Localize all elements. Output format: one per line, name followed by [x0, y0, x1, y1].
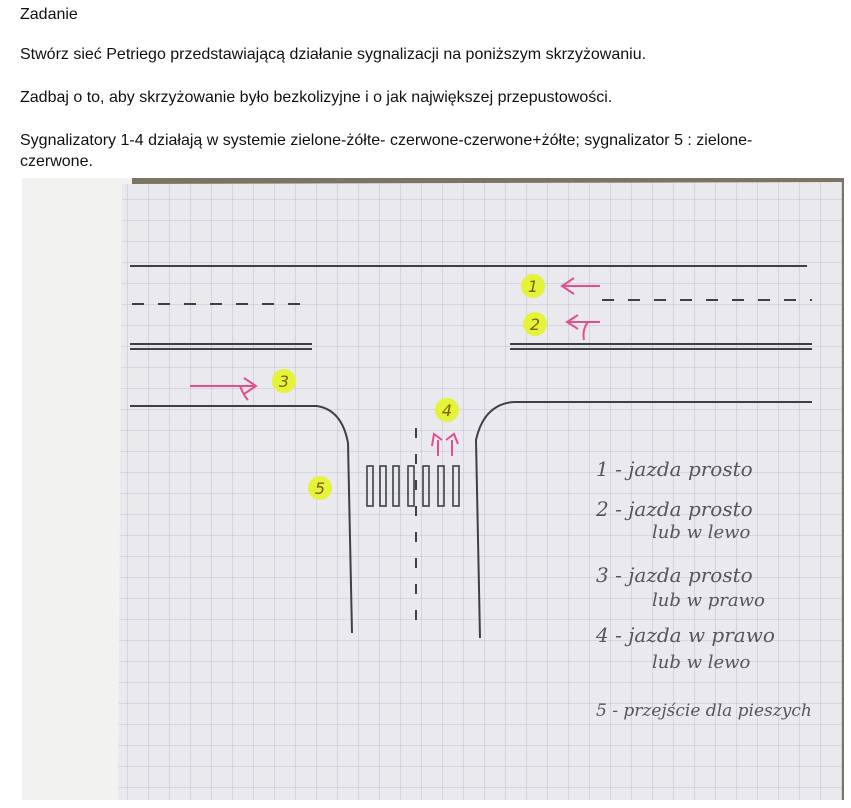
- signal-number-2: 2: [530, 315, 540, 334]
- legend-line-5: 5 - przejście dla pieszych: [596, 701, 812, 721]
- arrow-straight-or-left-icon: [565, 314, 600, 341]
- task-paragraph-2: Zadbaj o to, aby skrzyżowanie było bezko…: [20, 89, 613, 106]
- graph-paper: [118, 182, 842, 800]
- task-paragraph-1: Stwórz sieć Petriego przedstawiającą dzi…: [20, 46, 647, 63]
- signal-markers: 1 2 3 4 5: [272, 274, 547, 500]
- signal-marker-2: 2: [523, 312, 547, 336]
- signal-marker-1: 1: [521, 274, 545, 298]
- arrow-right-or-left-icon: [431, 432, 459, 456]
- task-paragraph-3: Sygnalizatory 1-4 działają w systemie zi…: [20, 132, 753, 170]
- signal-number-3: 3: [279, 372, 289, 391]
- signal-number-4: 4: [442, 401, 452, 420]
- signal-marker-4: 4: [435, 398, 459, 422]
- table-surface: [22, 178, 132, 800]
- legend-line-3b: lub w prawo: [652, 590, 765, 611]
- crosswalk: [366, 465, 460, 507]
- legend-line-4: 4 - jazda w prawo: [595, 623, 775, 647]
- signal-number-1: 1: [528, 277, 538, 296]
- signal-number-5: 5: [315, 479, 325, 498]
- signal-marker-3: 3: [272, 369, 296, 393]
- legend-line-4b: lub w lewo: [652, 652, 751, 673]
- arrow-left-icon: [560, 277, 600, 295]
- signal-marker-5: 5: [308, 476, 332, 500]
- intersection-sketch-photo: 1 2 3 4 5 1 - jazda prosto 2 - jazda pro: [22, 178, 844, 800]
- legend-line-3: 3 - jazda prosto: [596, 563, 753, 587]
- road-drawing: [130, 265, 812, 639]
- legend-line-1: 1 - jazda prosto: [596, 457, 753, 481]
- task-heading: Zadanie: [20, 6, 78, 23]
- direction-arrows: [190, 277, 600, 456]
- legend-line-2: 2 - jazda prosto: [595, 497, 753, 521]
- legend-line-2b: lub w lewo: [652, 522, 751, 543]
- arrow-straight-or-right-icon: [190, 377, 258, 401]
- sketch-legend: 1 - jazda prosto 2 - jazda prosto lub w …: [595, 457, 812, 721]
